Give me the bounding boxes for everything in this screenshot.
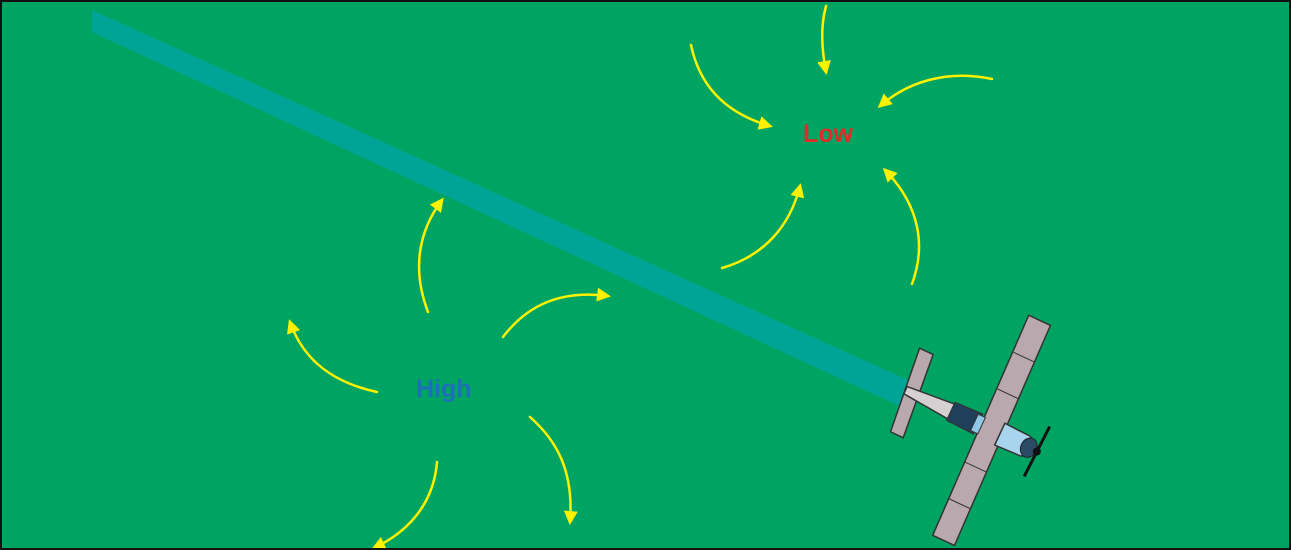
high-pressure-label: High <box>416 375 472 403</box>
low-pressure-label: Low <box>803 120 854 148</box>
